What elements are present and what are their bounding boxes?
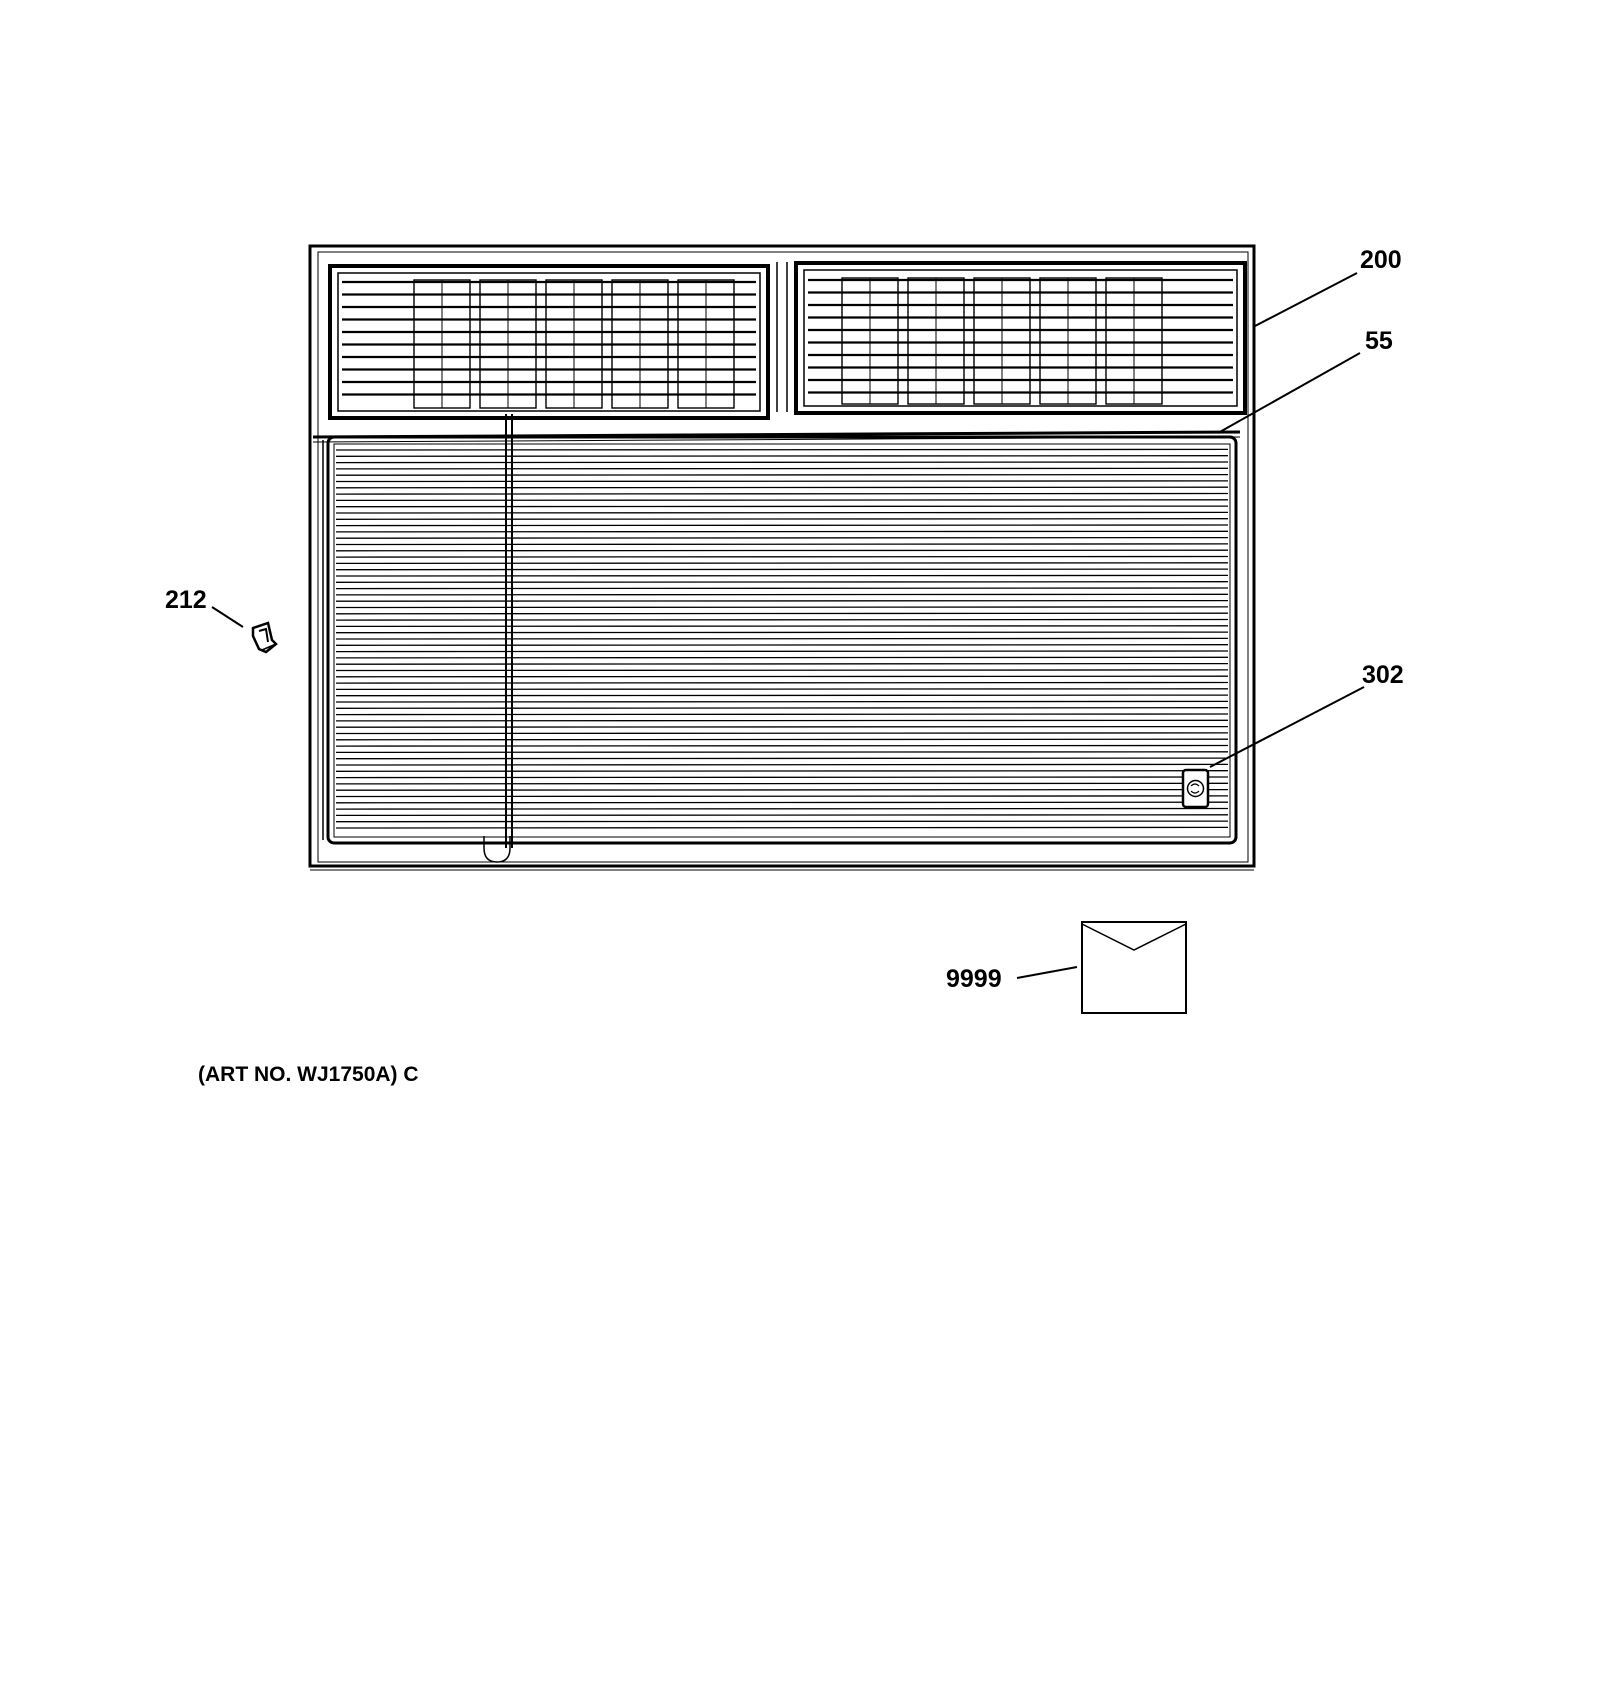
leader-9999: [1016, 966, 1078, 979]
line-stroke: [335, 461, 1229, 464]
leader-212: [211, 606, 244, 628]
line-stroke: [335, 814, 1229, 817]
line-stroke: [335, 499, 1229, 502]
literature-envelope-icon: [1081, 921, 1187, 1014]
callout-55: 55: [1365, 327, 1393, 355]
line-stroke: [335, 536, 1229, 539]
line-stroke: [335, 599, 1229, 602]
line-stroke: [335, 700, 1229, 703]
line-stroke: [335, 530, 1229, 533]
line-stroke: [335, 719, 1229, 722]
line-stroke: [335, 587, 1229, 590]
line-stroke: [335, 644, 1229, 646]
line-stroke: [335, 738, 1229, 741]
line-stroke: [335, 782, 1229, 785]
line-stroke: [335, 480, 1229, 483]
line-stroke: [335, 562, 1229, 565]
line-stroke: [335, 543, 1229, 546]
leader-lines: [211, 272, 1365, 979]
callout-9999: 9999: [946, 965, 1002, 993]
art-number-note: (ART NO. WJ1750A) C: [198, 1063, 419, 1086]
louver-slats: [342, 280, 756, 396]
line-stroke: [335, 448, 1229, 451]
callout-200: 200: [1360, 246, 1402, 274]
line-stroke: [335, 631, 1229, 634]
line-stroke: [335, 518, 1229, 520]
line-stroke: [335, 612, 1229, 615]
line-stroke: [335, 511, 1229, 514]
line-stroke: [335, 788, 1229, 791]
line-stroke: [335, 492, 1229, 495]
line-stroke: [335, 549, 1229, 552]
line-stroke: [335, 555, 1229, 558]
line-stroke: [335, 581, 1229, 583]
line-stroke: [335, 757, 1229, 760]
line-stroke: [335, 744, 1229, 747]
line-stroke: [335, 751, 1229, 754]
line-stroke: [335, 455, 1229, 457]
callout-302: 302: [1362, 661, 1404, 689]
line-stroke: [335, 763, 1229, 766]
line-stroke: [335, 688, 1229, 691]
clip-part: [251, 621, 278, 654]
line-stroke: [335, 681, 1229, 684]
leader-302: [1209, 686, 1365, 768]
right-louver-grille: [794, 261, 1247, 415]
line-stroke: [335, 618, 1229, 621]
line-stroke: [335, 807, 1229, 810]
line-stroke: [335, 574, 1229, 577]
line-stroke: [335, 606, 1229, 609]
line-stroke: [335, 593, 1229, 596]
line-stroke: [335, 770, 1229, 772]
line-stroke: [335, 801, 1229, 804]
callout-212: 212: [165, 586, 207, 614]
nameplate: [1181, 768, 1210, 809]
filter-grille-panel: [322, 414, 1238, 863]
grille-lines: [335, 448, 1229, 829]
line-stroke: [335, 820, 1229, 823]
line-stroke: [335, 568, 1229, 571]
line-stroke: [335, 707, 1229, 709]
line-stroke: [335, 486, 1229, 489]
left-louver-grille: [328, 264, 770, 420]
line-stroke: [335, 524, 1229, 527]
line-stroke: [335, 795, 1229, 798]
line-stroke: [335, 826, 1229, 829]
front-frame: [308, 244, 1256, 871]
line-stroke: [335, 505, 1229, 508]
louver-vanes: [841, 277, 1163, 405]
louver-vanes: [413, 279, 735, 409]
line-stroke: [335, 662, 1229, 665]
line-stroke: [335, 473, 1229, 476]
line-stroke: [335, 637, 1229, 640]
line-stroke: [335, 732, 1229, 735]
line-stroke: [335, 776, 1229, 779]
line-stroke: [335, 675, 1229, 678]
line-stroke: [335, 669, 1229, 672]
line-stroke: [335, 713, 1229, 716]
line-stroke: [335, 725, 1229, 728]
line-stroke: [335, 694, 1229, 697]
louver-slats: [808, 278, 1233, 394]
leader-55: [1217, 352, 1361, 434]
line-stroke: [335, 650, 1229, 653]
line-stroke: [335, 625, 1229, 628]
leader-200: [1254, 272, 1358, 327]
line-stroke: [335, 656, 1229, 659]
line-stroke: [335, 467, 1229, 470]
